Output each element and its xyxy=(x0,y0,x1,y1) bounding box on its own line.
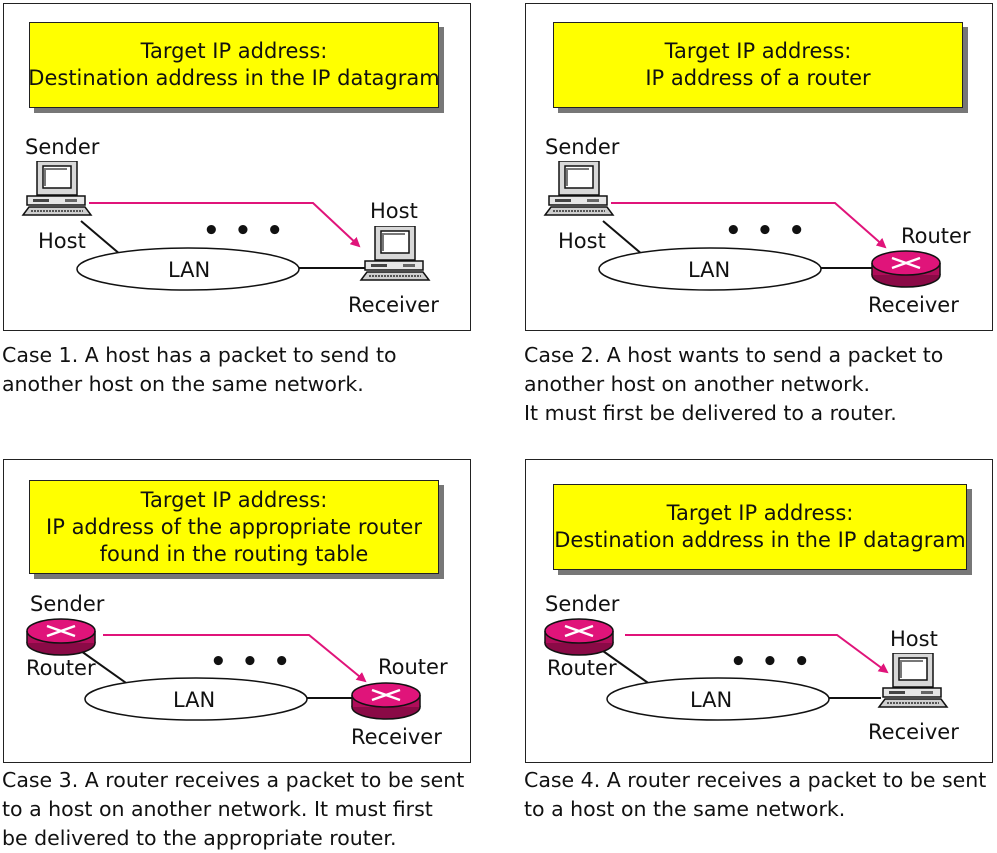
computer-icon xyxy=(360,226,430,281)
case-1-receiver-label: Receiver xyxy=(348,293,439,317)
case-1-sender-label: Sender xyxy=(25,135,100,159)
case-3-caption-line-3: be delivered to the appropriate router. xyxy=(2,826,397,850)
case-4-receiver-label: Receiver xyxy=(868,720,959,744)
router-icon xyxy=(350,681,422,721)
case-1-ellipsis: • • • xyxy=(203,216,286,246)
case-3-sender-link xyxy=(80,650,130,686)
case-1-receiver-role: Host xyxy=(370,199,418,223)
case-3-packet-arrow xyxy=(103,634,367,683)
case-4-receiver-role: Host xyxy=(890,627,938,651)
case-3-receiver-role: Router xyxy=(378,655,448,679)
case-1-caption-line-1: Case 1. A host has a packet to send to xyxy=(2,343,397,367)
case-2-target-box: Target IP address: IP address of a route… xyxy=(553,22,963,108)
case-1-sender-role: Host xyxy=(38,229,86,253)
case-4-sender-role: Router xyxy=(547,656,617,680)
case-2-lan-ellipse xyxy=(598,247,822,291)
case-4-ellipsis: • • • xyxy=(730,647,813,677)
case-1-caption-line-2: another host on the same network. xyxy=(2,372,364,396)
case-2-packet-arrow xyxy=(611,202,887,249)
case-2-caption: Case 2. A host wants to send a packet to… xyxy=(524,341,943,428)
case-1-caption: Case 1. A host has a packet to send to a… xyxy=(2,341,397,399)
case-2-diagram xyxy=(544,161,942,291)
case-4-sender-label: Sender xyxy=(545,592,620,616)
case-1-target-line-1: Target IP address: xyxy=(140,39,328,63)
case-4-caption-line-1: Case 4. A router receives a packet to be… xyxy=(524,768,987,792)
case-3-sender-role: Router xyxy=(26,656,96,680)
case-2-panel: Target IP address: IP address of a route… xyxy=(524,3,995,433)
case-1-sender-link xyxy=(80,220,122,256)
case-1-lan-label: LAN xyxy=(168,258,211,282)
case-3-lan-label: LAN xyxy=(173,688,216,712)
case-1-target-box: Target IP address: Destination address i… xyxy=(28,22,440,108)
case-1-panel: Target IP address: Destination address i… xyxy=(2,3,473,403)
case-2-caption-line-3: It must first be delivered to a router. xyxy=(524,401,897,425)
case-4-target-line-2: Destination address in the IP datagram xyxy=(554,528,966,552)
case-4-target-box: Target IP address: Destination address i… xyxy=(553,484,967,570)
case-1-diagram xyxy=(22,161,430,291)
computer-icon xyxy=(878,653,948,708)
case-2-ellipsis: • • • xyxy=(725,216,808,246)
case-3-diagram xyxy=(25,617,422,721)
computer-icon xyxy=(22,161,92,216)
case-2-target-line-2: IP address of a router xyxy=(645,66,871,90)
case-4-lan-label: LAN xyxy=(690,688,733,712)
case-4-caption-line-2: to a host on the same network. xyxy=(524,797,846,821)
case-3-sender-label: Sender xyxy=(30,592,105,616)
case-4-target-line-1: Target IP address: xyxy=(666,501,854,525)
case-2-sender-label: Sender xyxy=(545,135,620,159)
case-2-lan-label: LAN xyxy=(688,258,731,282)
case-1-lan-ellipse xyxy=(76,247,300,291)
case-2-caption-line-2: another host on another network. xyxy=(524,372,870,396)
case-2-receiver-label: Receiver xyxy=(868,293,959,317)
case-4-panel: Target IP address: Destination address i… xyxy=(524,459,995,853)
case-2-caption-line-1: Case 2. A host wants to send a packet to xyxy=(524,343,944,367)
case-4-sender-link xyxy=(602,650,652,686)
case-2-sender-role: Host xyxy=(558,229,606,253)
router-icon xyxy=(25,617,97,657)
case-2-sender-link xyxy=(602,220,644,256)
router-icon xyxy=(870,249,942,289)
case-3-target-line-1: Target IP address: xyxy=(140,487,328,512)
case-3-ellipsis: • • • xyxy=(210,647,293,677)
case-3-target-box: Target IP address: IP address of the app… xyxy=(29,480,439,574)
case-1-packet-arrow xyxy=(89,202,361,248)
case-4-packet-arrow xyxy=(625,634,889,674)
case-3-target-line-3: found in the routing table xyxy=(99,541,369,566)
case-3-receiver-label: Receiver xyxy=(351,725,442,749)
case-2-receiver-role: Router xyxy=(901,224,971,248)
case-3-caption: Case 3. A router receives a packet to be… xyxy=(2,766,464,853)
case-1-target-line-2: Destination address in the IP datagram xyxy=(28,66,440,90)
case-2-target-line-1: Target IP address: xyxy=(664,39,852,63)
case-3-lan-ellipse xyxy=(84,677,308,721)
case-3-panel: Target IP address: IP address of the app… xyxy=(2,459,473,853)
case-3-target-line-2: IP address of the appropriate router xyxy=(46,514,422,539)
case-4-diagram xyxy=(543,617,948,721)
case-4-lan-ellipse xyxy=(606,677,830,721)
case-3-caption-line-1: Case 3. A router receives a packet to be… xyxy=(2,768,465,792)
case-4-caption: Case 4. A router receives a packet to be… xyxy=(524,766,986,824)
computer-icon xyxy=(544,161,614,216)
router-icon xyxy=(543,617,615,657)
case-3-caption-line-2: to a host on another network. It must fi… xyxy=(2,797,433,821)
